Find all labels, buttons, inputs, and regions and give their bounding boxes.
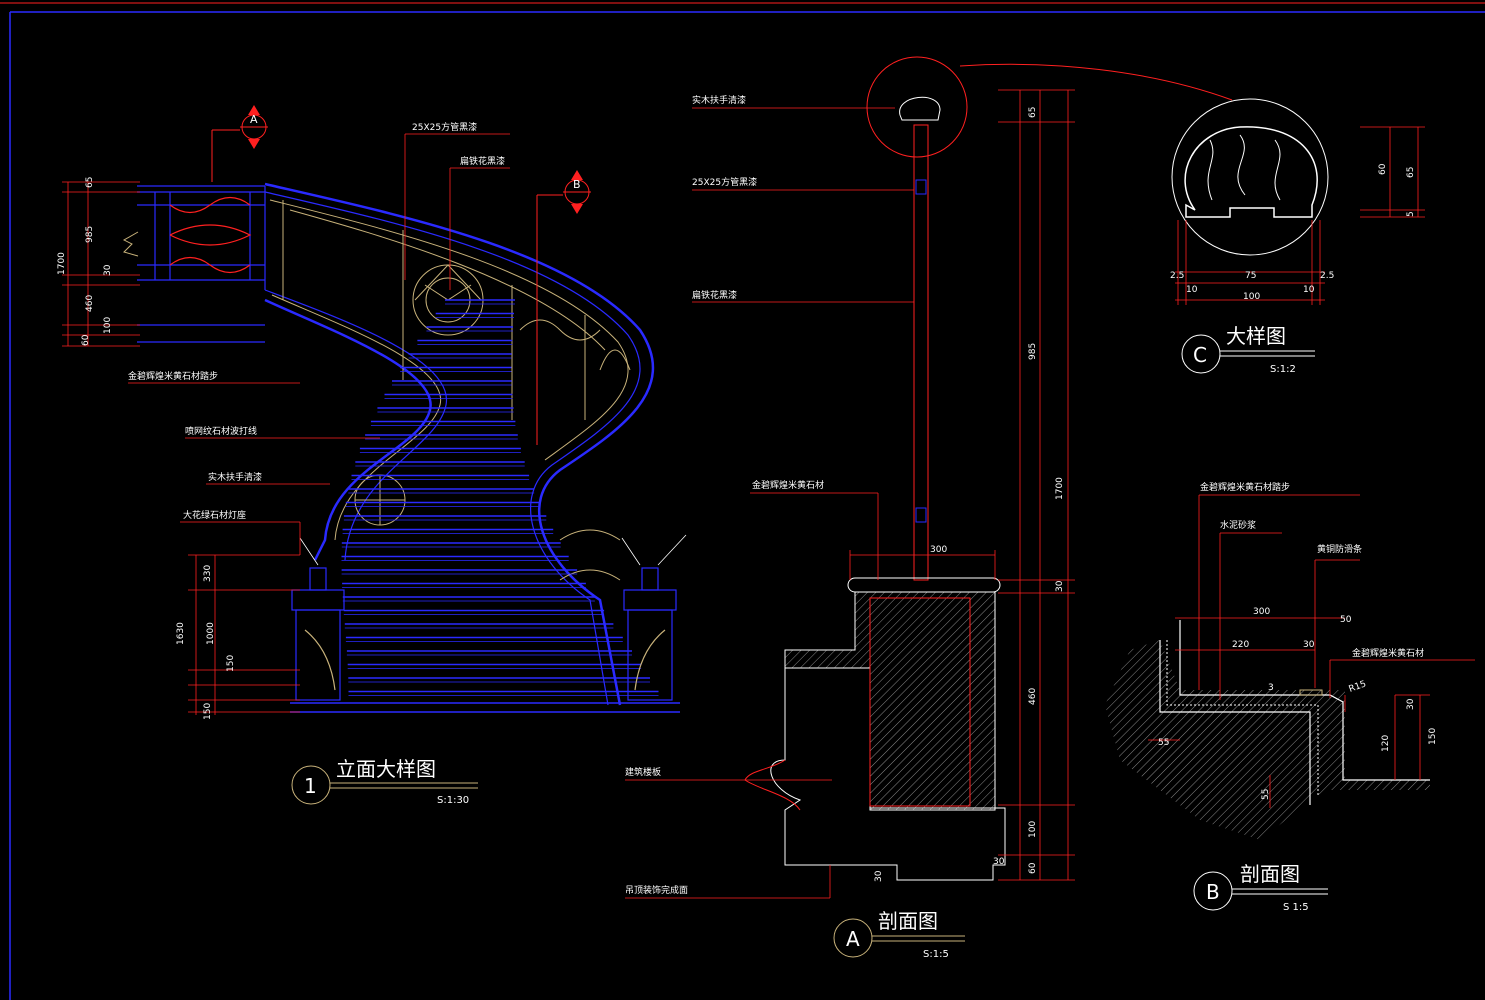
sa-dim-30-left: 30 — [874, 870, 884, 882]
section-marker-b: B — [536, 170, 591, 445]
dc-dim-10-right: 10 — [1303, 285, 1315, 295]
dim-330-post: 330 — [203, 565, 213, 582]
dim-460-top: 460 — [85, 295, 95, 312]
label-stair-slab: 建筑楼板 — [625, 766, 661, 778]
sb-dim-50: 50 — [1340, 615, 1352, 625]
sa-dim-30-bottom: 30 — [993, 857, 1005, 867]
elevation-dim-text: 65 985 30 460 100 60 1700 330 1000 150 1… — [57, 177, 236, 720]
left-curved-railing — [264, 289, 447, 561]
sa-dim-300: 300 — [930, 545, 947, 555]
baluster-panels — [282, 200, 631, 581]
elevation-leaders — [128, 133, 510, 555]
dc-dim-100: 100 — [1243, 292, 1260, 302]
sb-dim-120: 120 — [1381, 735, 1391, 752]
sa-dim-65: 65 — [1028, 107, 1038, 118]
section-a-scale: S:1:5 — [923, 949, 949, 960]
label-mortar: 水泥砂浆 — [1220, 519, 1256, 531]
sa-dim-985: 985 — [1028, 343, 1038, 360]
label-marble-step-elev: 金碧辉煌米黄石材踏步 — [128, 370, 218, 382]
section-a-dim-lines — [849, 89, 1075, 881]
dc-dim-2-5-left: 2.5 — [1170, 271, 1184, 281]
dim-100-top: 100 — [103, 317, 113, 334]
stair-treads — [341, 299, 659, 696]
elevation-number: 1 — [304, 774, 317, 798]
section-marker-a-label: A — [250, 113, 258, 126]
section-b-title-block: B 剖面图 S 1:5 — [1193, 862, 1328, 913]
dim-60-top: 60 — [81, 334, 91, 346]
section-a-title-block: A 剖面图 S:1:5 — [833, 909, 965, 960]
dim-150-post: 150 — [226, 655, 236, 672]
section-marker-a: A — [211, 105, 268, 182]
dim-1000-post: 1000 — [206, 622, 216, 645]
dim-1700-top: 1700 — [57, 252, 67, 275]
dc-dim-10-left: 10 — [1186, 285, 1198, 295]
sa-dim-60: 60 — [1028, 862, 1038, 874]
dc-dim-65: 65 — [1406, 167, 1416, 178]
elevation-title-block: 1 立面大样图 S:1:30 — [291, 757, 478, 806]
label-brass-strip: 黄铜防滑条 — [1317, 543, 1362, 555]
label-handrail-elev: 实木扶手清漆 — [208, 471, 262, 483]
label-steel-tube-elev: 25X25方管黑漆 — [412, 121, 477, 133]
section-b-letter: B — [1206, 880, 1220, 904]
detail-c-letter: C — [1193, 343, 1207, 367]
sa-dim-100: 100 — [1028, 821, 1038, 838]
elevation-dimensions — [62, 181, 300, 715]
section-b-drawing: 300 220 50 30 R15 30 120 150 55 55 3 金碧辉… — [1105, 481, 1475, 913]
sb-dim-300: 300 — [1253, 607, 1270, 617]
elevation-scale: S:1:30 — [437, 795, 469, 806]
dc-dim-75: 75 — [1245, 271, 1256, 281]
label-wrought-iron-sa: 扁铁花黑漆 — [692, 289, 737, 301]
detail-c-title: 大样图 — [1226, 324, 1286, 348]
elevation-drawing: 65 985 30 460 100 60 1700 330 1000 150 1… — [57, 105, 687, 806]
landing-railing — [137, 185, 266, 343]
right-curved-railing — [264, 182, 655, 706]
section-a-title: 剖面图 — [878, 909, 938, 933]
sa-dim-460: 460 — [1028, 688, 1038, 705]
sb-dim-r15: R15 — [1348, 679, 1368, 694]
section-a-drawing: 65 985 1700 30 460 100 60 300 30 30 实木扶手… — [625, 56, 1233, 960]
label-marble-sb: 金碧辉煌米黄石材 — [1352, 647, 1424, 659]
section-a-leaders — [625, 107, 914, 899]
sb-dim-55-left: 55 — [1158, 738, 1169, 748]
label-marble-sa: 金碧辉煌米黄石材 — [752, 479, 824, 491]
dim-30-top: 30 — [103, 264, 113, 276]
dc-dim-2-5-right: 2.5 — [1320, 271, 1334, 281]
dim-985-top: 985 — [85, 226, 95, 243]
newel-post-right — [623, 567, 677, 701]
sb-dim-220: 220 — [1232, 640, 1249, 650]
label-lamp-base: 大花绿石材灯座 — [183, 509, 246, 521]
dc-dim-5: 5 — [1406, 211, 1416, 217]
dim-65-top: 65 — [85, 177, 95, 188]
dc-dim-60: 60 — [1378, 163, 1388, 175]
newel-post-left — [291, 567, 345, 701]
sb-dim-150: 150 — [1428, 728, 1438, 745]
label-wrought-iron-elev: 扁铁花黑漆 — [460, 155, 505, 167]
label-ceiling: 吊顶装饰完成面 — [625, 884, 688, 896]
sb-dim-30: 30 — [1303, 640, 1315, 650]
label-handrail-sa: 实木扶手清漆 — [692, 94, 746, 106]
detail-c-scale: S:1:2 — [1270, 364, 1296, 375]
section-a-letter: A — [846, 927, 860, 951]
label-marble-step-sb: 金碧辉煌米黄石材踏步 — [1200, 481, 1290, 493]
label-steel-tube-sa: 25X25方管黑漆 — [692, 176, 757, 188]
section-b-title: 剖面图 — [1240, 862, 1300, 886]
label-waterjet-line: 喷网纹石材波打线 — [185, 425, 257, 437]
dim-150-base: 150 — [203, 703, 213, 720]
section-marker-b-label: B — [573, 178, 581, 191]
section-b-dim-lines — [1148, 494, 1475, 808]
elevation-title: 立面大样图 — [336, 757, 436, 781]
detail-c-drawing: 60 65 5 2.5 75 2.5 10 10 100 C 大样图 S:1:2 — [1170, 98, 1425, 375]
detail-c-title-block: C 大样图 S:1:2 — [1181, 324, 1315, 375]
sb-dim-55-bottom: 55 — [1261, 789, 1271, 800]
section-a-detail-circle — [866, 56, 968, 158]
sa-dim-30: 30 — [1055, 580, 1065, 592]
dim-1630-post: 1630 — [176, 622, 186, 645]
sb-dim-30-right: 30 — [1406, 698, 1416, 710]
section-b-scale: S 1:5 — [1283, 902, 1309, 913]
sb-dim-3: 3 — [1268, 683, 1274, 693]
sa-dim-1700: 1700 — [1055, 477, 1065, 500]
